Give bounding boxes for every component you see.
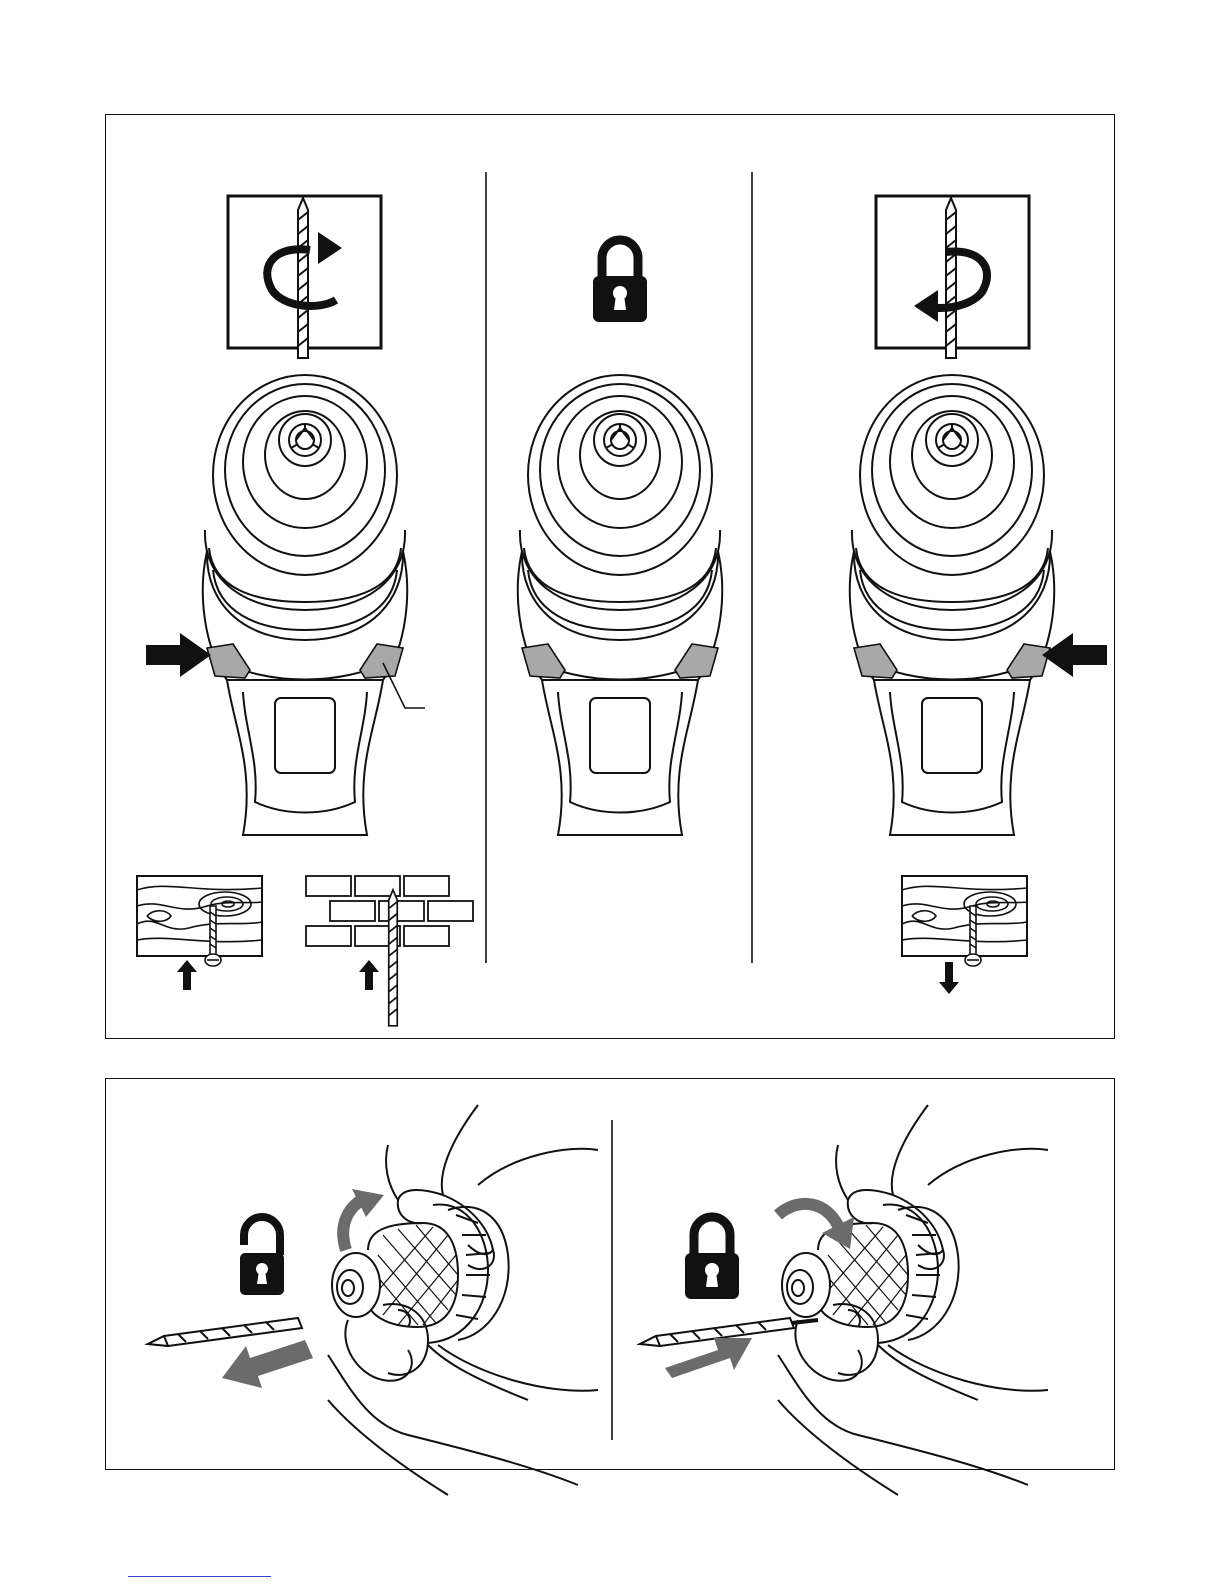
bit-change-panel — [105, 1078, 1115, 1470]
direction-selection-panel — [105, 114, 1115, 1039]
footer-link-underline[interactable] — [128, 1576, 271, 1577]
